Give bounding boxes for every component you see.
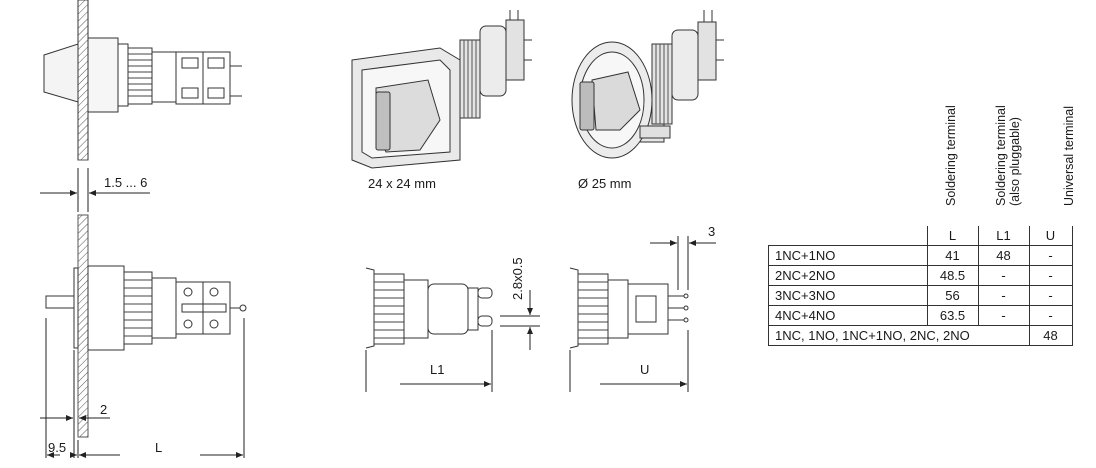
- caption-square: 24 x 24 mm: [368, 176, 436, 191]
- dim-label-body-length: L: [155, 440, 163, 455]
- table-row: 1NC+1NO 41 48 -: [768, 245, 1073, 266]
- dim-solder: [365, 290, 540, 392]
- square-switch-illustration: [351, 10, 532, 169]
- table-footer-row: 1NC, 1NO, 1NC+1NO, 2NC, 2NO 48: [768, 325, 1073, 346]
- dim-label-knob-length: 9.5: [48, 440, 67, 455]
- header-L: L: [926, 226, 979, 246]
- column-title-soldering: Soldering terminal: [944, 105, 958, 206]
- header-U: U: [1028, 226, 1073, 246]
- dim-label-knob-offset: 2: [100, 402, 108, 417]
- column-title-soldering-pluggable: Soldering terminal(also pluggable): [994, 105, 1022, 206]
- round-switch-illustration: [571, 10, 724, 159]
- dim-bottom: [40, 318, 245, 458]
- table-row: 3NC+3NO 56 - -: [768, 285, 1073, 306]
- side-view-top: [43, 0, 242, 161]
- header-L1: L1: [977, 226, 1030, 246]
- dim-universal: [569, 236, 716, 392]
- table-row: 2NC+2NO 48.5 - -: [768, 265, 1073, 286]
- dim-label-universal-length: U: [640, 362, 650, 377]
- side-view-bottom: [45, 214, 247, 438]
- dimension-table: L L1 U 1NC+1NO 41 48 - 2NC+2NO 48.5 - - …: [768, 226, 1073, 346]
- universal-terminal-view: [569, 267, 689, 349]
- dim-label-panel-thickness: 1.5 ... 6: [104, 175, 148, 190]
- table-row: 4NC+4NO 63.5 - -: [768, 305, 1073, 326]
- column-title-universal: Universal terminal: [1062, 105, 1076, 206]
- dim-label-pin-pitch: 2.8x0.5: [510, 257, 525, 300]
- dim-label-terminal-offset: 3: [708, 224, 716, 239]
- solder-terminal-view: [365, 267, 493, 349]
- caption-round: Ø 25 mm: [578, 176, 632, 191]
- table-header-row: L L1 U: [769, 226, 1073, 246]
- dim-label-solder-length: L1: [430, 362, 445, 377]
- dim-panel-thickness: [40, 168, 150, 212]
